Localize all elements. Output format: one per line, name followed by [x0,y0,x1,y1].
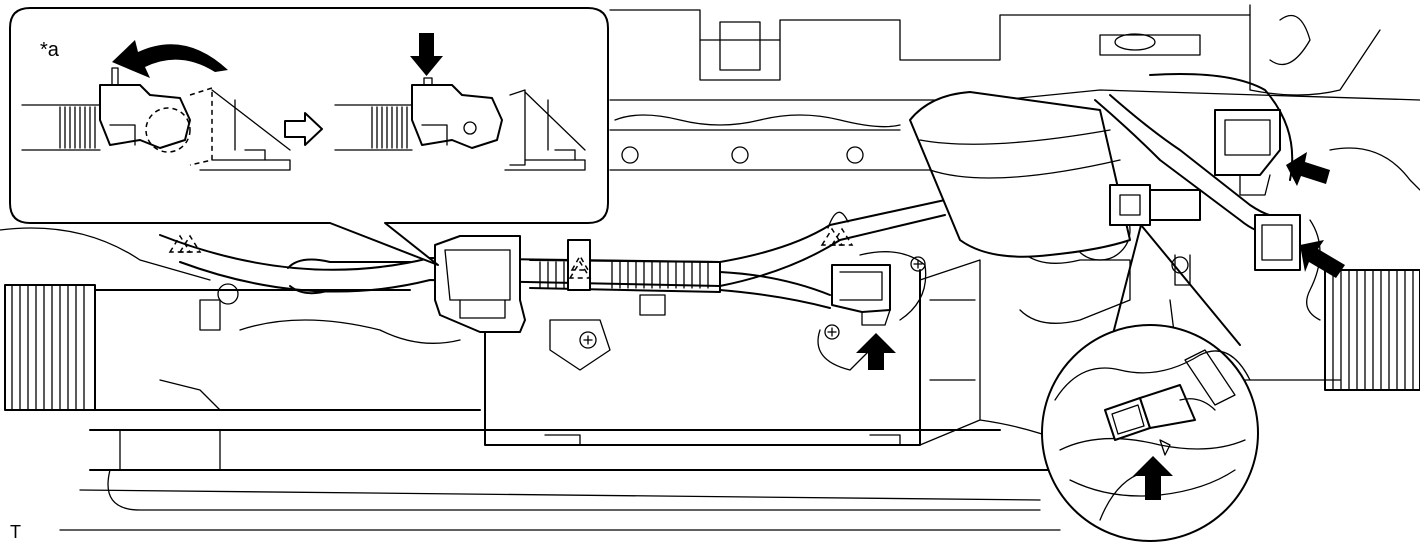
left-rack-boot [4,284,96,411]
connector-right [1109,109,1301,271]
gear-housing [909,91,1131,258]
curved-arrow-icon [112,40,228,78]
connector-center [831,264,891,326]
chassis-background [0,4,1420,531]
harness-clamp-bracket [434,235,526,333]
inset-callout-label: *a [40,39,60,61]
inset-after-state [334,77,586,171]
detail-magnifier [1041,224,1259,542]
clamp-marker-icon [168,211,854,279]
right-rack-boot [1324,269,1420,391]
direction-arrow-icon [856,152,1345,500]
hollow-right-arrow-icon [284,112,323,146]
harness-clamp [567,239,591,291]
inset-before-state [21,67,291,171]
inset-callout-panel: *a [9,7,609,266]
down-arrow-icon [410,33,443,76]
corner-mark-label: T [10,522,21,542]
